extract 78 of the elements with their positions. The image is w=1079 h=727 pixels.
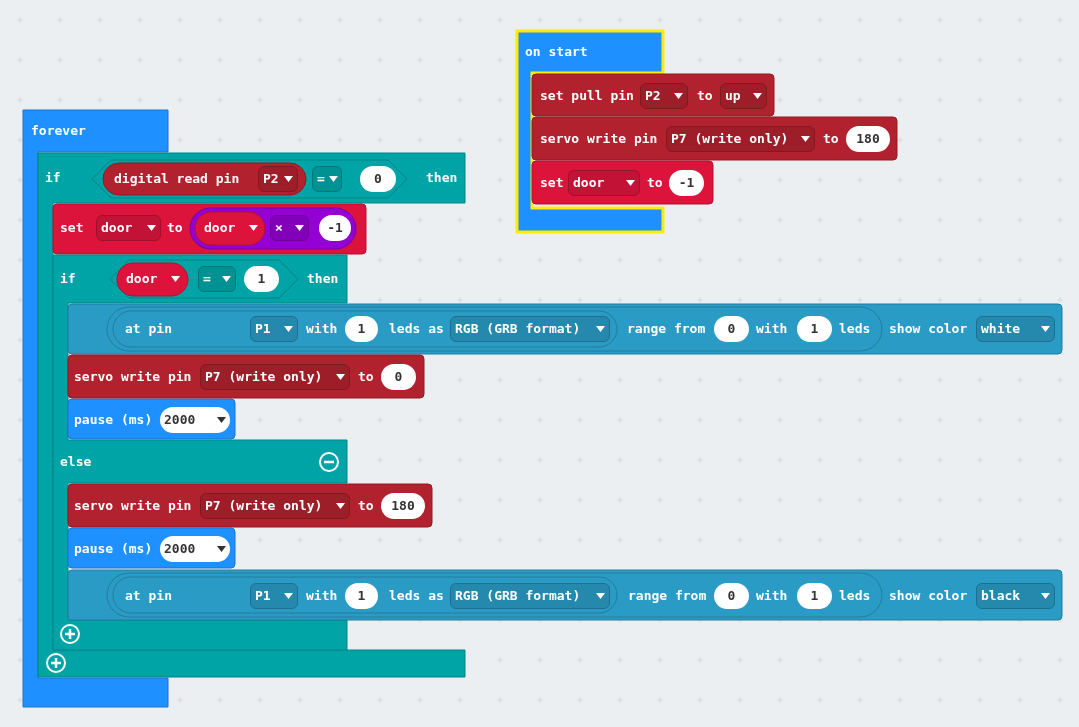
statement-block	[68, 484, 432, 527]
block-label: servo write pin	[74, 369, 192, 385]
block-label: else	[60, 454, 92, 470]
statement-block	[68, 304, 1062, 354]
block-label: pause (ms)	[74, 541, 153, 557]
reporter-block	[107, 307, 882, 351]
block-label: then	[307, 271, 339, 287]
statement-block	[68, 570, 1062, 620]
block-label: set	[540, 175, 564, 191]
block-label: with	[306, 588, 338, 604]
dropdown-field: black	[976, 583, 1055, 609]
block-label: then	[426, 170, 458, 186]
block-label: to	[697, 88, 713, 104]
statement-block	[53, 204, 366, 254]
block-label: if	[60, 271, 76, 287]
statement-block	[68, 528, 235, 568]
variable-block	[195, 212, 265, 245]
dropdown-field: P7 (write only)	[200, 493, 350, 519]
dropdown-field: ×	[270, 215, 309, 241]
dropdown-field: up	[720, 83, 767, 109]
statement-block	[532, 161, 713, 204]
block-label: to	[823, 131, 839, 147]
block-label: servo write pin	[540, 131, 658, 147]
statement-block	[68, 355, 424, 398]
block-label: to	[358, 369, 374, 385]
block-label: if	[45, 170, 61, 186]
block-label: show color	[889, 321, 968, 337]
block-label: forever	[31, 123, 86, 139]
block-label: set	[60, 220, 84, 236]
block-label: to	[167, 220, 183, 236]
block-label: with	[756, 588, 788, 604]
block-label: leds	[839, 588, 871, 604]
block-label: servo write pin	[74, 498, 192, 514]
math-block	[190, 208, 356, 249]
statement-block	[68, 399, 235, 439]
reporter-block	[107, 573, 882, 617]
dropdown-field: RGB (GRB format)	[450, 316, 610, 342]
block-label: leds	[839, 321, 871, 337]
dropdown-field: P7 (write only)	[200, 364, 350, 390]
comparison-block	[92, 160, 407, 198]
variable-block	[117, 263, 188, 296]
block-label: with	[306, 321, 338, 337]
block-label: to	[358, 498, 374, 514]
block-label: on start	[525, 44, 588, 60]
dropdown-field: P2	[640, 83, 688, 109]
block-label: pause (ms)	[74, 412, 153, 428]
dropdown-field: door	[96, 215, 161, 241]
statement-block	[532, 74, 774, 116]
number-field: 180	[381, 493, 425, 519]
reporter-block	[113, 311, 617, 347]
block-label: with	[756, 321, 788, 337]
block-label: leds as	[389, 321, 444, 337]
comparison-block	[110, 260, 298, 298]
event-block	[517, 31, 663, 232]
block-label: set pull pin	[540, 88, 634, 104]
dropdown-field: door	[568, 170, 640, 196]
statement-block	[532, 117, 897, 160]
block-label: to	[647, 175, 663, 191]
dropdown-field: 2000	[160, 407, 230, 433]
dropdown-field: =	[312, 166, 342, 192]
number-field: 180	[846, 126, 890, 152]
dropdown-field: P1	[250, 316, 298, 342]
block-label: digital read pin	[114, 171, 240, 187]
dropdown-field: P2	[258, 166, 298, 192]
dropdown-field: P7 (write only)	[666, 126, 815, 152]
block-label: range from	[628, 588, 707, 604]
reporter-block	[103, 163, 306, 195]
block-label: show color	[889, 588, 968, 604]
block-label: range from	[627, 321, 706, 337]
reporter-block	[113, 577, 617, 613]
dropdown-field: =	[198, 266, 236, 292]
dropdown-field: RGB (GRB format)	[450, 583, 610, 609]
dropdown-field: 2000	[160, 536, 230, 562]
block-label: leds as	[389, 588, 444, 604]
dropdown-field: P1	[250, 583, 298, 609]
block-label: at pin	[125, 321, 172, 337]
dropdown-field: white	[976, 316, 1055, 342]
block-label: at pin	[125, 588, 172, 604]
